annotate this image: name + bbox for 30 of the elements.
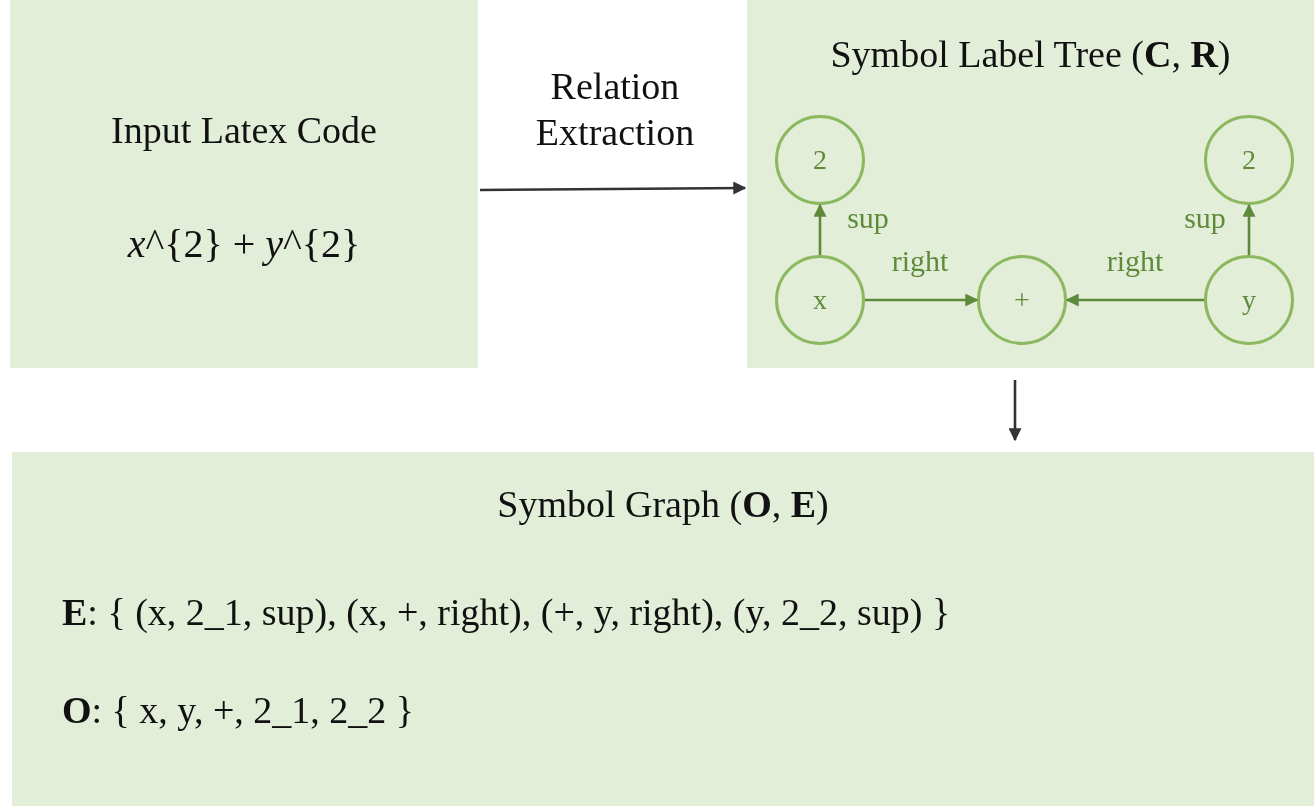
edge-label: right	[1105, 243, 1165, 279]
edge-label: sup	[846, 200, 890, 236]
symbol-label: 2	[813, 146, 827, 174]
node-set: O: { x, y, +, 2_1, 2_2 }	[62, 688, 416, 733]
symbol-label: x	[813, 286, 827, 314]
arrow	[865, 293, 979, 307]
arrow	[1065, 293, 1204, 307]
arrow	[480, 181, 747, 195]
symbol-label: 2	[1242, 146, 1256, 174]
symbol-circle	[977, 255, 1067, 345]
edge-set: E: { (x, 2_1, sup), (x, +, right), (+, y, right), (y, 2_2, sup) }	[62, 590, 952, 635]
panel-box	[747, 0, 1314, 368]
edge-label: sup	[1183, 200, 1227, 236]
arrow	[1242, 203, 1256, 255]
symbol-label: +	[1014, 286, 1030, 314]
box-title: Symbol Graph (O, E)	[496, 482, 830, 527]
edge-label: right	[890, 243, 950, 279]
symbol-circle	[1204, 115, 1294, 205]
panel-box	[10, 0, 478, 368]
symbol-circle	[775, 255, 865, 345]
formula: x^{2} + y^{2}	[126, 220, 362, 268]
box-title: Input Latex Code	[110, 108, 378, 153]
symbol-circle	[1204, 255, 1294, 345]
symbol-label: y	[1242, 286, 1256, 314]
edge-label: Relation Extraction	[534, 64, 696, 155]
arrow	[813, 203, 827, 255]
panel-box	[12, 452, 1314, 806]
symbol-circle	[775, 115, 865, 205]
arrow	[1008, 380, 1022, 442]
box-title: Symbol Label Tree (C, R)	[829, 32, 1232, 77]
